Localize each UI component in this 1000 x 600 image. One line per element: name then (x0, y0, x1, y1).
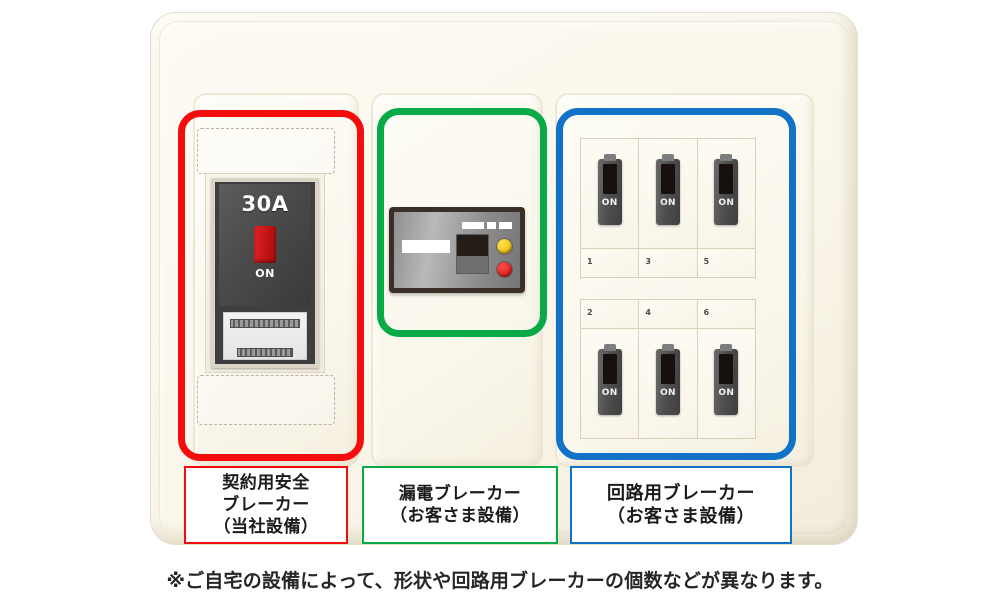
legend-leak-breaker: 漏電ブレーカー （お客さま設備） (362, 466, 558, 544)
circuit-breaker-cell[interactable]: ON (638, 328, 698, 439)
leak-breaker-label-strip (402, 240, 450, 253)
circuit-breaker-switch[interactable]: ON (714, 154, 739, 225)
circuit-breaker-grid: ON ON ON 1 3 5 (580, 138, 758, 439)
circuit-breaker-switch[interactable]: ON (655, 344, 680, 415)
circuit-number-label: 5 (703, 257, 710, 266)
circuit-breaker-cell[interactable]: ON (580, 328, 640, 439)
legend-leak-breaker-line2: （お客さま設備） (390, 506, 530, 526)
switch-state-label: ON (601, 388, 618, 398)
switch-window (719, 354, 734, 384)
switch-tab (661, 344, 674, 351)
main-breaker-lever[interactable] (254, 226, 276, 263)
leak-breaker-tick-1 (462, 222, 484, 229)
switch-tab (720, 154, 733, 161)
switch-window (660, 354, 675, 384)
highlight-outline-leak-breaker (377, 108, 547, 337)
main-breaker-amperage-label: 30A (241, 192, 289, 216)
circuit-number-label: 4 (645, 308, 651, 317)
legend-main-breaker: 契約用安全 ブレーカー （当社設備） (184, 466, 348, 544)
circuit-breaker-cell[interactable]: ON (580, 138, 640, 249)
leak-breaker-red-lamp-icon (497, 262, 512, 277)
highlight-outline-circuit-breakers (556, 108, 796, 460)
switch-tab (603, 344, 616, 351)
leak-breaker-yellow-lamp-icon (497, 239, 512, 254)
circuit-number-cell: 1 (580, 248, 640, 278)
legend-main-breaker-line2: ブレーカー (222, 494, 310, 515)
circuit-breaker-switch[interactable]: ON (597, 154, 622, 225)
dashed-empty-slot-bottom (197, 375, 335, 425)
legend-leak-breaker-line1: 漏電ブレーカー (398, 483, 522, 504)
leak-breaker-tick-3 (499, 222, 512, 229)
legend-circuit-breakers-line2: （お客さま設備） (607, 506, 755, 527)
circuit-number-label: 6 (703, 308, 710, 317)
circuit-breaker-cell[interactable]: ON (696, 328, 756, 439)
switch-state-label: ON (718, 388, 735, 398)
circuit-number-label: 2 (587, 308, 593, 317)
circuit-breaker-cell[interactable]: ON (638, 138, 698, 249)
leak-breaker[interactable] (389, 207, 525, 293)
leak-breaker-display-window (457, 235, 488, 256)
legend-main-breaker-line3: （当社設備） (213, 517, 319, 538)
switch-state-label: ON (660, 388, 676, 398)
circuit-number-cell: 3 (638, 248, 698, 278)
main-breaker-vent-panel (223, 312, 307, 360)
legend-main-breaker-line1: 契約用安全 (222, 472, 310, 493)
circuit-breaker-cell[interactable]: ON (696, 138, 756, 249)
switch-window (602, 164, 617, 194)
circuit-number-cell: 2 (580, 299, 640, 329)
circuit-number-cell: 6 (696, 299, 756, 329)
main-breaker-state-label: ON (255, 267, 275, 280)
switch-window (719, 164, 734, 194)
switch-tab (603, 154, 616, 161)
leak-breaker-display-housing (456, 234, 489, 274)
main-breaker[interactable]: 30A ON (211, 178, 319, 368)
leak-breaker-face (394, 212, 520, 288)
vent-strip-bottom (237, 348, 293, 357)
circuit-breaker-row-top: ON ON ON (580, 138, 758, 249)
footer-note: ※ご自宅の設備によって、形状や回路用ブレーカーの個数などが異なります。 (166, 570, 834, 592)
main-breaker-face: 30A ON (219, 184, 311, 306)
highlight-outline-main-breaker (178, 110, 364, 461)
switch-state-label: ON (660, 198, 676, 208)
switch-tab (720, 344, 733, 351)
legend-circuit-breakers-line1: 回路用ブレーカー (607, 482, 755, 504)
switch-window (602, 354, 617, 384)
circuit-breaker-number-row-bottom: 2 4 6 (580, 299, 758, 329)
circuit-breaker-switch[interactable]: ON (714, 344, 739, 415)
switch-state-label: ON (718, 198, 735, 208)
circuit-number-label: 3 (645, 257, 651, 266)
circuit-number-label: 1 (587, 257, 593, 266)
switch-window (660, 164, 675, 194)
circuit-number-cell: 4 (638, 299, 698, 329)
circuit-breaker-switch[interactable]: ON (655, 154, 680, 225)
circuit-breaker-number-row-top: 1 3 5 (580, 248, 758, 278)
switch-state-label: ON (601, 198, 618, 208)
circuit-number-cell: 5 (696, 248, 756, 278)
circuit-breaker-row-bottom: ON ON ON (580, 328, 758, 439)
legend-circuit-breakers: 回路用ブレーカー （お客さま設備） (570, 466, 792, 544)
leak-breaker-tick-2 (487, 222, 496, 229)
circuit-breaker-switch[interactable]: ON (597, 344, 622, 415)
switch-tab (661, 154, 674, 161)
vent-strip-top (230, 319, 300, 328)
dashed-empty-slot-top (197, 128, 335, 174)
